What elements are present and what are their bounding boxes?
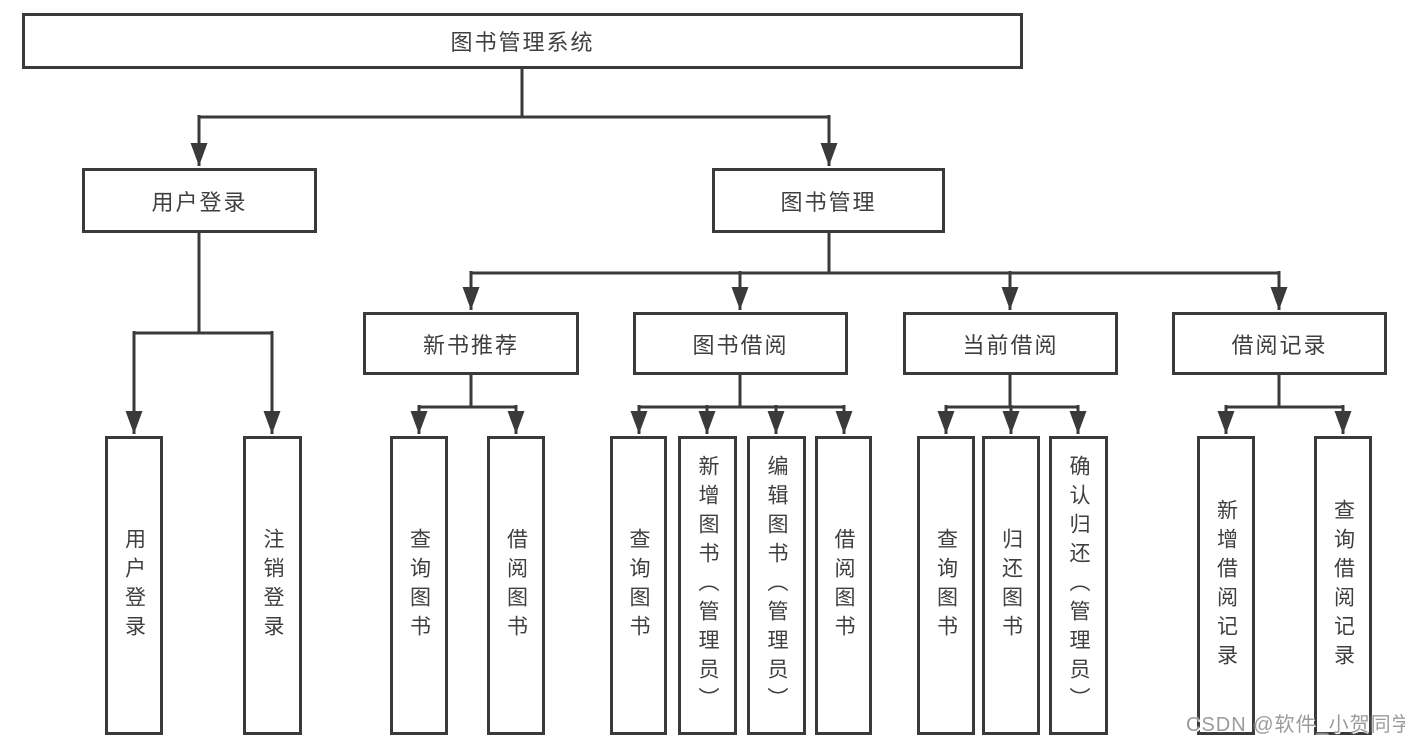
node-new-books: 新书推荐 — [363, 312, 579, 375]
leaf-user-login-label: 用户登录 — [122, 527, 146, 644]
node-root-label: 图书管理系统 — [450, 30, 595, 55]
leaf-current-query-label: 查询图书 — [934, 527, 958, 644]
node-current-borrow: 当前借阅 — [903, 312, 1118, 375]
node-new-books-label: 新书推荐 — [422, 332, 519, 358]
leaf-newbooks-borrow-label: 借阅图书 — [504, 527, 528, 644]
leaf-newbooks-query-label: 查询图书 — [407, 527, 431, 644]
leaf-records-query-label: 查询借阅记录 — [1331, 498, 1355, 673]
leaf-borrow-add: 新增图书（管理员） — [678, 436, 737, 735]
leaf-current-return: 归还图书 — [982, 436, 1040, 735]
leaf-newbooks-query: 查询图书 — [390, 436, 448, 735]
node-book-borrow: 图书借阅 — [633, 312, 848, 375]
leaf-borrow-add-label: 新增图书（管理员） — [696, 455, 719, 716]
node-borrow-records-label: 借阅记录 — [1231, 332, 1328, 358]
node-book-management: 图书管理 — [712, 168, 945, 233]
leaf-records-add: 新增借阅记录 — [1197, 436, 1255, 735]
node-user-login: 用户登录 — [82, 168, 317, 233]
node-current-borrow-label: 当前借阅 — [962, 332, 1059, 358]
node-book-borrow-label: 图书借阅 — [692, 332, 789, 358]
leaf-current-return-label: 归还图书 — [999, 527, 1023, 644]
leaf-current-confirm: 确认归还（管理员） — [1049, 436, 1108, 735]
leaf-borrow-edit: 编辑图书（管理员） — [747, 436, 806, 735]
leaf-borrow-edit-label: 编辑图书（管理员） — [765, 455, 788, 716]
leaf-logout-label: 注销登录 — [261, 527, 284, 644]
leaf-borrow-borrow: 借阅图书 — [815, 436, 872, 735]
leaf-user-login: 用户登录 — [105, 436, 163, 735]
leaf-borrow-borrow-label: 借阅图书 — [832, 527, 855, 644]
leaf-records-query: 查询借阅记录 — [1314, 436, 1372, 735]
leaf-logout: 注销登录 — [243, 436, 302, 735]
node-book-management-label: 图书管理 — [780, 189, 877, 215]
leaf-borrow-query-label: 查询图书 — [627, 527, 650, 644]
node-user-login-label: 用户登录 — [151, 189, 248, 215]
leaf-borrow-query: 查询图书 — [610, 436, 667, 735]
node-root: 图书管理系统 — [22, 13, 1023, 69]
node-borrow-records: 借阅记录 — [1172, 312, 1387, 375]
leaf-current-query: 查询图书 — [917, 436, 975, 735]
leaf-current-confirm-label: 确认归还（管理员） — [1067, 455, 1090, 716]
csdn-watermark: CSDN @软件_小贺同学 — [1186, 714, 1405, 736]
leaf-newbooks-borrow: 借阅图书 — [487, 436, 545, 735]
leaf-records-add-label: 新增借阅记录 — [1214, 498, 1238, 673]
